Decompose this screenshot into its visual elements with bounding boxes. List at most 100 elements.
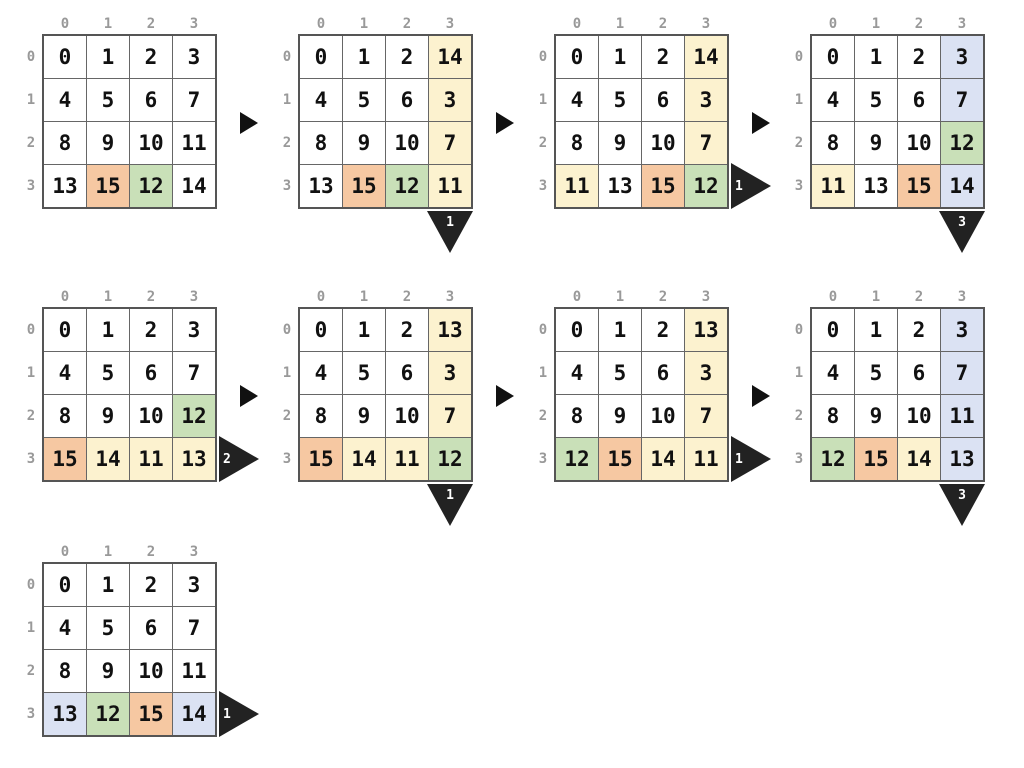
col-label: 1 <box>359 16 369 32</box>
grid-cell: 9 <box>343 122 385 164</box>
row-label: 0 <box>538 49 548 65</box>
grid-cell: 13 <box>685 309 727 351</box>
step-separator <box>221 14 276 134</box>
grid-cell: 5 <box>87 352 129 394</box>
grid-cell: 13 <box>429 309 471 351</box>
step-arrow-icon <box>239 112 258 134</box>
grid-cell: 7 <box>173 79 215 121</box>
row-label: 0 <box>282 322 292 338</box>
grid-cell: 8 <box>300 122 342 164</box>
grid-cell: 2 <box>130 36 172 78</box>
row-label: 3 <box>26 178 36 194</box>
col-label: 0 <box>60 289 70 305</box>
grid-cell: 4 <box>300 79 342 121</box>
row-label: 2 <box>794 135 804 151</box>
col-label: 2 <box>914 289 924 305</box>
grid-cell: 15 <box>855 438 897 480</box>
grid-cell: 13 <box>44 165 86 207</box>
grid-cell: 11 <box>130 438 172 480</box>
grid-cell: 5 <box>599 79 641 121</box>
grid-cell: 7 <box>941 352 983 394</box>
grid-cell: 2 <box>642 309 684 351</box>
grid-cell: 2 <box>386 36 428 78</box>
row-label: 0 <box>26 49 36 65</box>
grid-cell: 12 <box>386 165 428 207</box>
col-label: 2 <box>402 16 412 32</box>
grid-cell: 10 <box>898 122 940 164</box>
shift-right-arrow: 1 <box>731 163 771 209</box>
grid-cell: 13 <box>855 165 897 207</box>
col-label: 2 <box>146 544 156 560</box>
row-label: 0 <box>26 577 36 593</box>
grid-cell: 0 <box>44 309 86 351</box>
grid-cell: 1 <box>343 309 385 351</box>
grid-cell: 2 <box>386 309 428 351</box>
grid-cell: 9 <box>87 650 129 692</box>
row-label: 2 <box>26 408 36 424</box>
row-label: 0 <box>26 322 36 338</box>
grid-cell: 12 <box>941 122 983 164</box>
grid-cell: 7 <box>685 395 727 437</box>
step-arrow-icon <box>751 112 770 134</box>
grid-cell: 11 <box>429 165 471 207</box>
grid-cell: 11 <box>173 122 215 164</box>
row-label: 3 <box>538 451 548 467</box>
step-arrow-icon <box>495 385 514 407</box>
grid-cell: 12 <box>685 165 727 207</box>
shift-right-arrow: 1 <box>731 436 771 482</box>
grid-cell: 14 <box>941 165 983 207</box>
grid-cell: 13 <box>599 165 641 207</box>
grid-cell: 9 <box>599 122 641 164</box>
grid-cell: 0 <box>44 564 86 606</box>
grid-cell: 14 <box>343 438 385 480</box>
col-label: 3 <box>701 16 711 32</box>
col-label: 2 <box>146 289 156 305</box>
grid-cell: 7 <box>429 395 471 437</box>
grid-cell: 4 <box>812 79 854 121</box>
grid-cell: 9 <box>87 395 129 437</box>
grid-cell: 11 <box>685 438 727 480</box>
grid-cell: 14 <box>685 36 727 78</box>
col-label: 2 <box>914 16 924 32</box>
grid-cell: 6 <box>386 79 428 121</box>
grid-cell: 15 <box>343 165 385 207</box>
grid-cell: 7 <box>685 122 727 164</box>
grid-cell: 0 <box>300 309 342 351</box>
row-label: 3 <box>26 451 36 467</box>
row-label: 1 <box>26 92 36 108</box>
col-label: 0 <box>828 289 838 305</box>
step-separator <box>477 14 532 134</box>
grid-cell: 1 <box>599 36 641 78</box>
grid-cell: 12 <box>812 438 854 480</box>
row-label: 3 <box>282 178 292 194</box>
grid-cell: 5 <box>87 607 129 649</box>
grid-cell: 4 <box>44 79 86 121</box>
grid-cell: 5 <box>855 352 897 394</box>
grid-cell: 10 <box>642 122 684 164</box>
col-label: 1 <box>103 544 113 560</box>
row-label: 1 <box>794 92 804 108</box>
